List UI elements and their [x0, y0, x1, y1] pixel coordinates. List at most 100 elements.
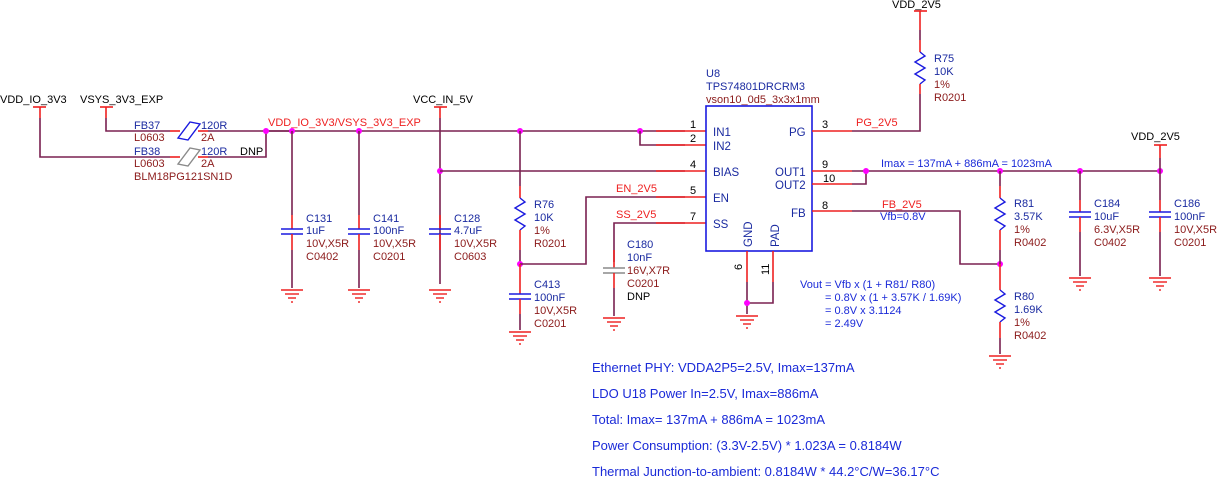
ic-u8[interactable]: U8 TPS74801DRCRM3 vson10_0d5_3x3x1mm 1 I…: [690, 68, 835, 275]
resistor-r76-symbol: [513, 197, 527, 231]
capacitor-c186[interactable]: C186 100nF 10V,X5R C0201: [1149, 171, 1217, 276]
wire-vdd-io: [39, 118, 170, 158]
pin-num-pad: 11: [760, 264, 772, 275]
note-line: LDO U18 Power In=2.5V, Imax=886mA: [592, 386, 819, 401]
note-line: Thermal Junction-to-ambient: 0.8184W * 4…: [592, 464, 939, 478]
capacitor-c413[interactable]: C413 100nF 10V,X5R C0201: [509, 264, 577, 330]
resistor-r80-symbol: [993, 289, 1007, 323]
pin-num-gnd: 6: [733, 264, 745, 270]
ground-icon: [348, 289, 370, 303]
resistor-r80[interactable]: R80 1.69K 1% R0402: [993, 264, 1046, 354]
fb37-footprint: L0603: [134, 132, 165, 144]
port-vdd-2v5-right[interactable]: VDD_2V5: [1131, 131, 1180, 171]
r80-ref: R80: [1014, 291, 1034, 303]
c128-value: 4.7uF: [454, 225, 482, 237]
pin-name-out2: OUT2: [775, 180, 806, 192]
resistor-r75[interactable]: R75 10K 1% R0201: [913, 11, 966, 104]
c184-rating: 6.3V,X5R: [1094, 224, 1140, 236]
ic-package: vson10_0d5_3x3x1mm: [706, 94, 820, 106]
r75-footprint: R0201: [934, 92, 966, 104]
r80-value: 1.69K: [1014, 304, 1043, 316]
ground-icon: [1149, 277, 1171, 291]
port-vsys-3v3-exp[interactable]: VSYS_3V3_EXP: [80, 94, 163, 118]
net-label-ss: SS_2V5: [616, 209, 656, 221]
pin-name-gnd: GND: [743, 221, 755, 247]
c128-ref: C128: [454, 213, 480, 225]
pin-num-pg: 3: [822, 119, 828, 131]
design-notes: Ethernet PHY: VDDA2P5=2.5V, Imax=137mA L…: [592, 360, 939, 478]
ground-icon: [429, 289, 451, 303]
r75-tol: 1%: [934, 79, 950, 91]
r76-tol: 1%: [534, 225, 550, 237]
r76-ref: R76: [534, 199, 554, 211]
resistor-r81[interactable]: R81 3.57K 1% R0402: [993, 171, 1046, 264]
c128-footprint: C0603: [454, 251, 486, 263]
capacitor-c180[interactable]: C180 10nF 16V,X7R C0201 DNP: [603, 239, 670, 316]
pin-num-in2: 2: [690, 133, 696, 145]
ferrite-fb38-symbol: [176, 147, 202, 167]
port-label-vdd-2v5-right: VDD_2V5: [1131, 131, 1180, 143]
c413-value: 100nF: [534, 292, 565, 304]
r81-ref: R81: [1014, 198, 1034, 210]
capacitor-c131[interactable]: C131 1uF 10V,X5R C0402: [281, 131, 349, 288]
pin-name-ss: SS: [713, 219, 729, 231]
c180-rating: 16V,X7R: [627, 265, 670, 277]
wire-fb: [852, 210, 1000, 265]
resistor-r76[interactable]: R76 10K 1% R0201: [513, 131, 566, 264]
r76-value: 10K: [534, 212, 554, 224]
c413-ref: C413: [534, 279, 560, 291]
net-label-pg: PG_2V5: [856, 117, 898, 129]
c141-footprint: C0201: [373, 251, 405, 263]
wire-fb38-out: [208, 131, 267, 158]
fb38-ref: FB38: [134, 146, 160, 158]
c128-rating: 10V,X5R: [454, 238, 497, 250]
wire-en: [520, 196, 685, 265]
capacitor-c128[interactable]: C128 4.7uF 10V,X5R C0603: [429, 213, 497, 263]
ferrite-fb37-symbol: [176, 121, 202, 141]
pin-name-en: EN: [713, 193, 729, 205]
ferrite-fb37[interactable]: FB37 L0603 120R 2A: [134, 120, 227, 144]
fb37-ref: FB37: [134, 120, 160, 132]
pin-num-en: 5: [690, 185, 696, 197]
pin-name-out1: OUT1: [775, 167, 806, 179]
pin-name-bias: BIAS: [713, 167, 740, 179]
fb38-part: BLM18PG121SN1D: [134, 171, 232, 183]
r75-value: 10K: [934, 66, 954, 78]
vout-formula: Vout = Vfb x (1 + R81/ R80) = 0.8V x (1 …: [800, 279, 961, 330]
note-line: Ethernet PHY: VDDA2P5=2.5V, Imax=137mA: [592, 360, 855, 375]
r80-footprint: R0402: [1014, 330, 1046, 342]
resistor-r75-symbol: [913, 51, 927, 85]
port-vcc-in-5v[interactable]: VCC_IN_5V: [413, 94, 474, 118]
c186-value: 100nF: [1174, 211, 1205, 223]
c131-ref: C131: [306, 213, 332, 225]
pin-name-pg: PG: [789, 127, 806, 139]
port-vdd-io-3v3[interactable]: VDD_IO_3V3: [0, 94, 67, 118]
capacitor-c141[interactable]: C141 100nF 10V,X5R C0201: [348, 131, 416, 288]
port-label-vdd-2v5-top: VDD_2V5: [892, 0, 941, 11]
net-label-fb: FB_2V5: [882, 199, 922, 211]
pin-num-fb: 8: [822, 200, 828, 212]
c131-footprint: C0402: [306, 251, 338, 263]
port-vdd-2v5-top[interactable]: VDD_2V5: [892, 0, 941, 12]
fb38-rating: 2A: [201, 158, 215, 170]
note-line: Power Consumption: (3.3V-2.5V) * 1.023A …: [592, 438, 902, 453]
ground-icon: [281, 289, 303, 303]
ferrite-fb38[interactable]: FB38 L0603 120R 2A DNP BLM18PG121SN1D: [134, 146, 263, 183]
vfb-note: Vfb=0.8V: [880, 211, 926, 223]
wire-out2: [852, 171, 867, 185]
pin-num-in1: 1: [690, 119, 696, 131]
r75-ref: R75: [934, 53, 954, 65]
pin-num-out1: 9: [822, 159, 828, 171]
r80-tol: 1%: [1014, 317, 1030, 329]
port-label-vdd-io-3v3: VDD_IO_3V3: [0, 94, 67, 106]
vout-formula-line: = 0.8V x (1 + 3.57K / 1.69K): [825, 292, 961, 304]
pin-name-in1: IN1: [713, 127, 731, 139]
capacitor-c184[interactable]: C184 10uF 6.3V,X5R C0402: [1069, 171, 1140, 276]
net-label-en: EN_2V5: [616, 183, 657, 195]
net-label-input: VDD_IO_3V3/VSYS_3V3_EXP: [268, 117, 421, 129]
pin-num-bias: 4: [690, 159, 696, 171]
port-label-vcc-in-5v: VCC_IN_5V: [413, 94, 474, 106]
pin-name-pad: PAD: [770, 224, 782, 247]
ground-icon: [509, 331, 531, 345]
ground-icon: [736, 315, 758, 329]
